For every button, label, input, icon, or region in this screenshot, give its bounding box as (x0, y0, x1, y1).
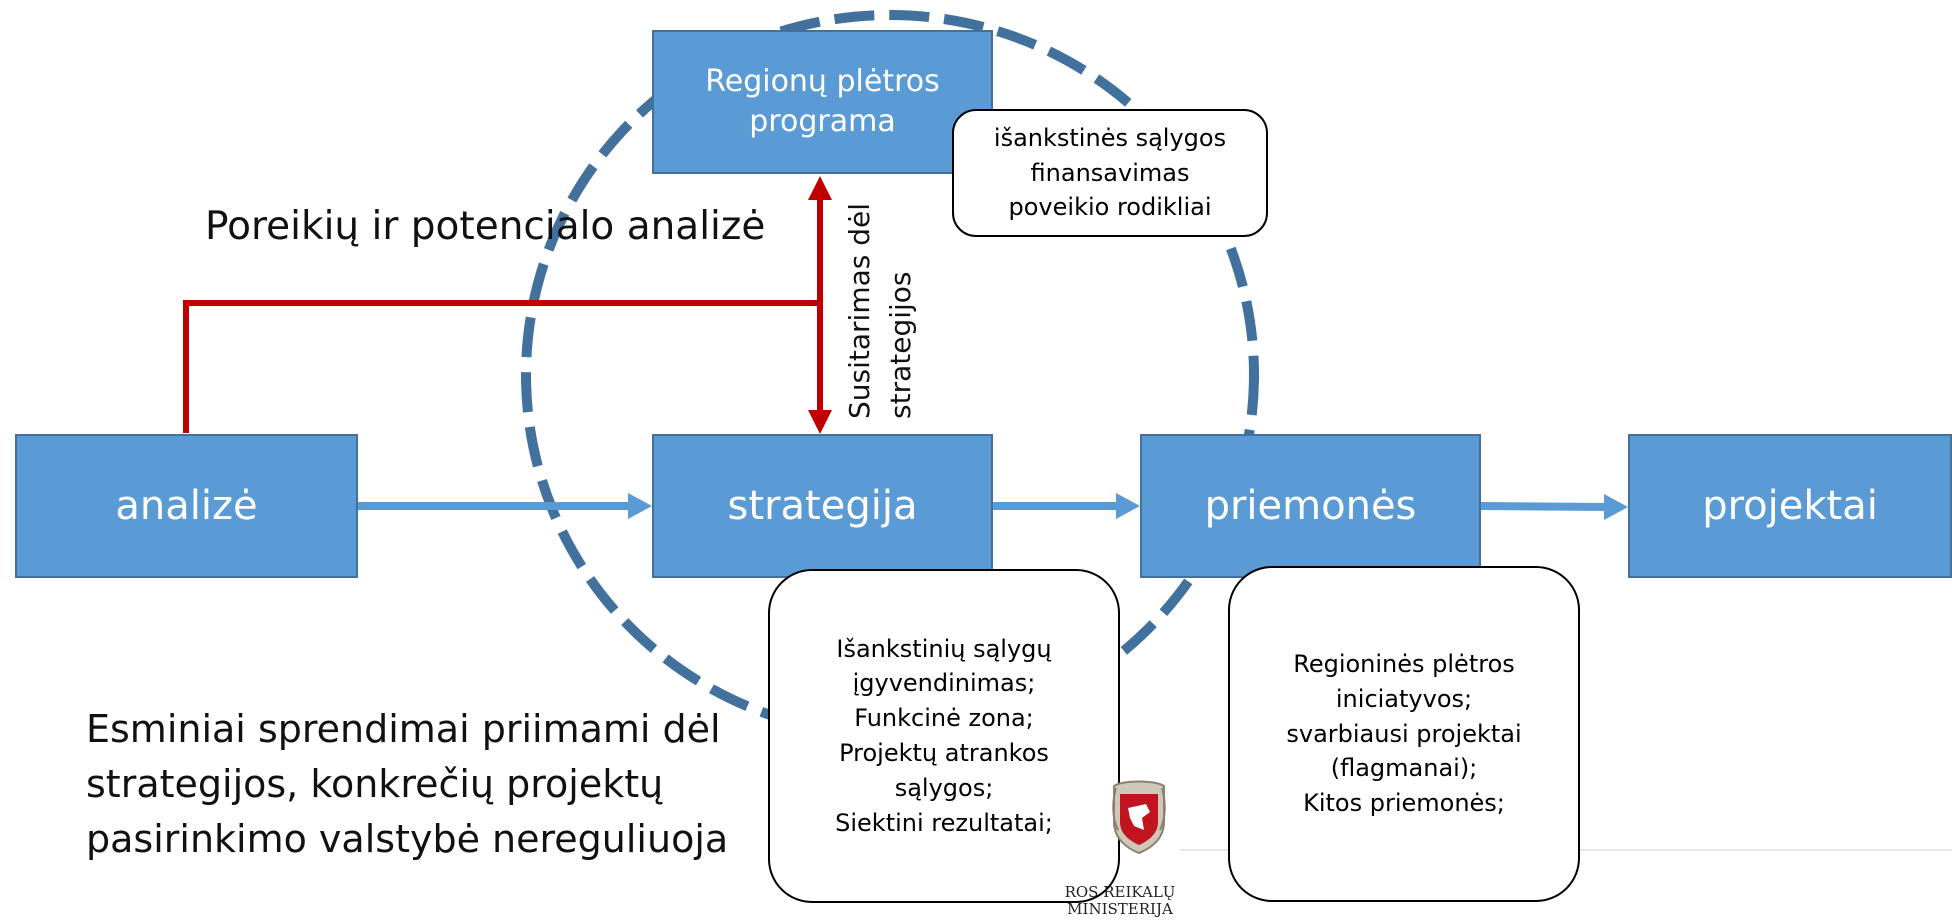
flow-arrow-measures-projects (1480, 494, 1628, 520)
agreement-arrow-up-head (808, 176, 832, 200)
strategy-box: strategija (652, 434, 993, 578)
analysis-label: analizė (115, 483, 258, 529)
regional-program-box: Regionų plėtros programa (652, 30, 993, 174)
preconditions-callout: išankstinės sąlygos finansavimas poveiki… (952, 109, 1268, 237)
projects-label: projektai (1702, 483, 1878, 529)
analysis-box: analizė (15, 434, 358, 578)
strategy-contents-callout: Išankstinių sąlygų įgyvendinimas; Funkci… (768, 569, 1120, 903)
needs-analysis-label: Poreikių ir potencialo analizė (205, 204, 766, 249)
flow-arrow-strategy-measures (993, 493, 1140, 519)
measures-box: priemonės (1140, 434, 1481, 578)
red-connector-line (183, 300, 820, 433)
key-decisions-label: Esminiai sprendimai priimami dėl strateg… (86, 707, 729, 862)
flow-arrow-analysis-strategy (358, 493, 652, 519)
projects-box: projektai (1628, 434, 1952, 578)
ministry-name: ROS REIKALŲ MINISTERIJA (1064, 883, 1176, 919)
regional-program-label: Regionų plėtros programa (705, 63, 940, 140)
measures-label: priemonės (1204, 483, 1417, 529)
strategy-label: strategija (727, 483, 918, 529)
measures-contents-callout: Regioninės plėtros iniciatyvos; svarbiau… (1228, 566, 1580, 902)
agreement-arrow-down-head (808, 410, 832, 434)
coat-of-arms-icon (1112, 780, 1166, 854)
agreement-label: Susitarimas dėl strategijos (843, 202, 917, 419)
